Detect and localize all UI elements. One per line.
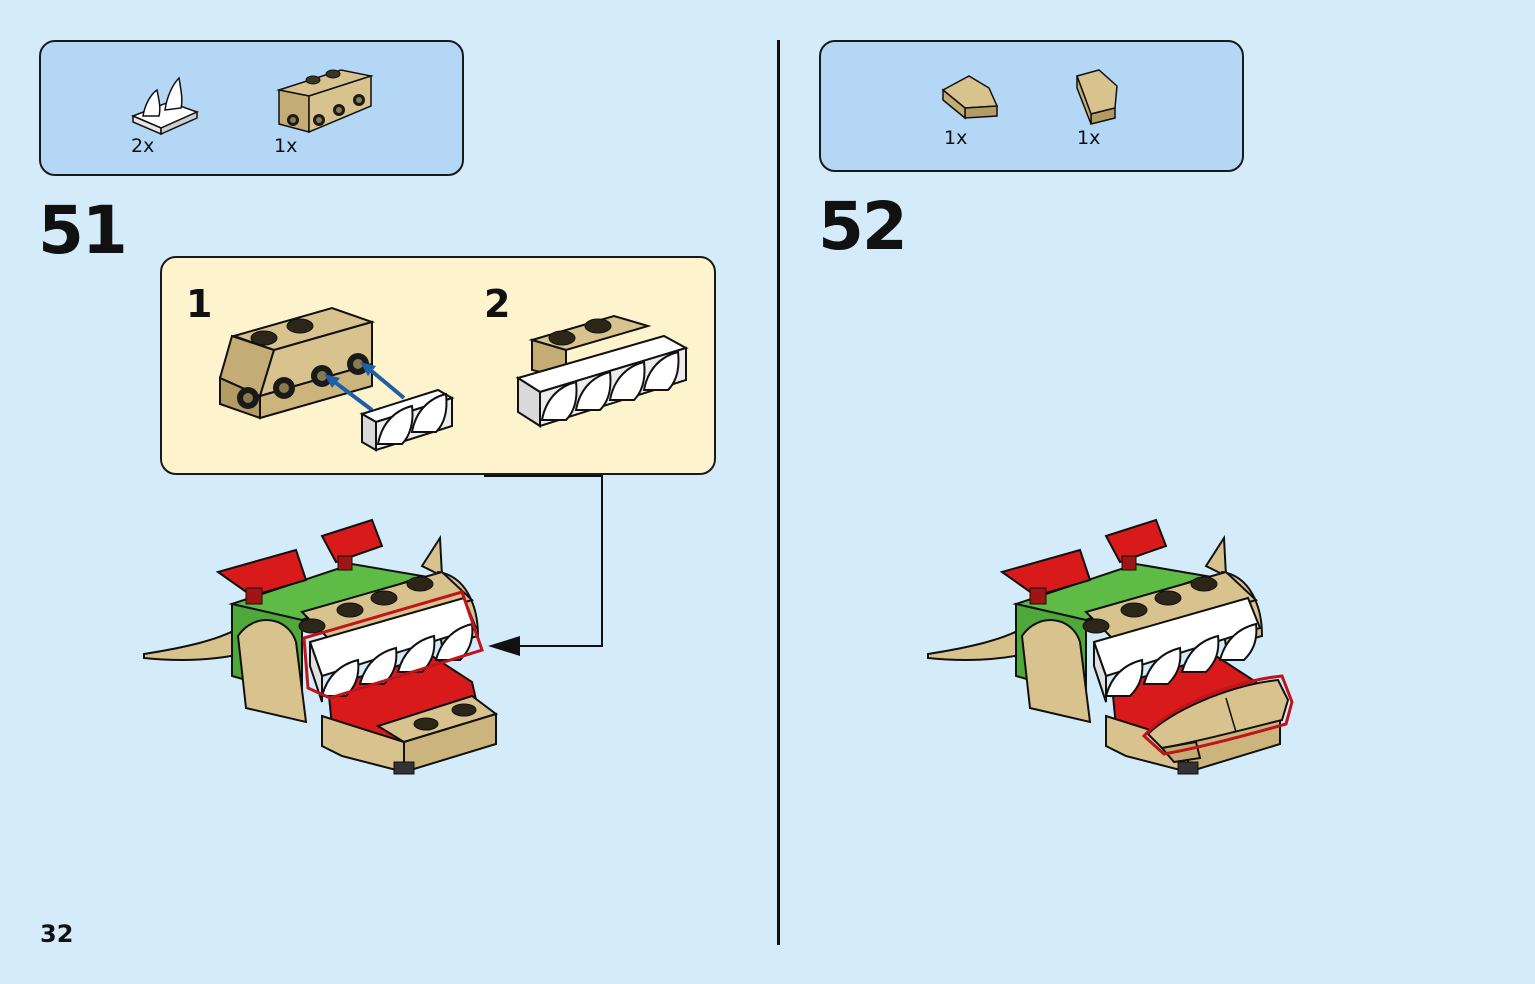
substep-2-illustration xyxy=(515,314,689,428)
step-51-parts-list: 2x 1x xyxy=(39,40,464,176)
page-divider xyxy=(777,40,780,945)
step-number: 51 xyxy=(38,192,128,269)
dragon-head-model-step-51 xyxy=(143,518,499,775)
tan-wedge-left-icon xyxy=(941,75,999,120)
white-tooth-plate-icon xyxy=(131,76,200,136)
tan-wedge-right-icon xyxy=(1076,69,1118,125)
part-quantity: 2x xyxy=(131,135,155,157)
substep-callout: 1 2 xyxy=(160,256,716,475)
dragon-head-model-step-52 xyxy=(927,518,1294,775)
part-quantity: 1x xyxy=(1077,127,1101,149)
substep-1-illustration xyxy=(218,306,455,452)
substep-number: 1 xyxy=(186,282,213,326)
part-quantity: 1x xyxy=(944,127,968,149)
callout-connector-arrow xyxy=(484,475,603,656)
substep-number: 2 xyxy=(484,282,511,326)
page-number: 32 xyxy=(40,920,74,948)
tan-bracket-plate-icon xyxy=(276,69,374,134)
step-number: 52 xyxy=(818,188,908,265)
part-quantity: 1x xyxy=(274,135,298,157)
step-52-parts-list: 1x 1x xyxy=(819,40,1244,172)
